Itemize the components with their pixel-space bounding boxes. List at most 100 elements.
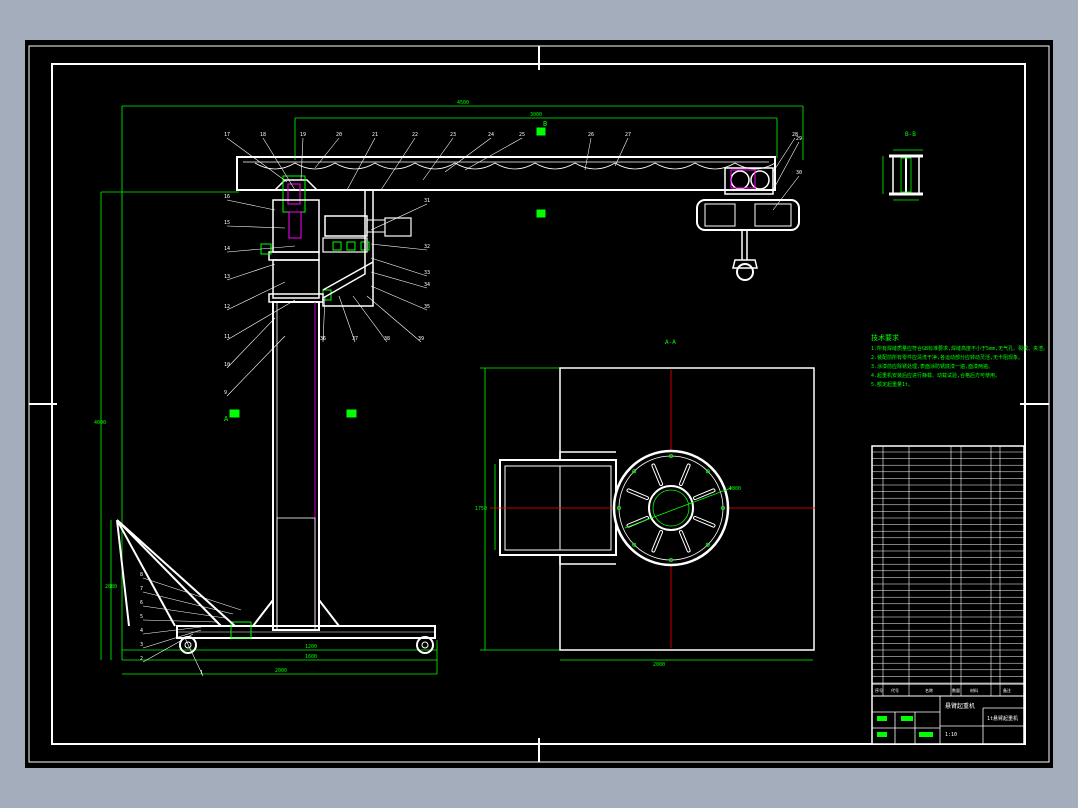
hook (736, 263, 754, 281)
balloon-38: 38 (384, 336, 390, 342)
header-col-material: 材料 (970, 687, 978, 693)
note-line-1: 1.所有焊缝质量应符合GB标准要求,焊缝高度不小于5mm,无气孔、裂纹、夹渣。 (871, 345, 1048, 352)
balloon-21: 21 (372, 132, 378, 138)
drawing-name: 悬臂起重机 (945, 702, 975, 710)
note-line-2: 2.装配前所有零件应清洗干净,各运动部分应转动灵活,无卡阻现象。 (871, 354, 1023, 361)
cable-festoon (254, 162, 776, 170)
balloon-2: 2 (140, 656, 143, 662)
dim-total-height: 4000 (94, 420, 106, 426)
dim-base-width: 1600 (305, 654, 317, 660)
balloon-23: 23 (450, 132, 456, 138)
balloon-6: 6 (140, 600, 143, 606)
header-col-index: 序号 (875, 687, 883, 693)
section-mark-b: B (543, 120, 547, 128)
balloon-12: 12 (224, 304, 230, 310)
dim-base-length: 2000 (275, 668, 287, 674)
balloon-18: 18 (260, 132, 266, 138)
balloon-3: 3 (140, 642, 143, 648)
bolt-hole (721, 505, 726, 510)
slew-motor (324, 215, 368, 237)
bolt-hole (632, 469, 637, 474)
balloon-22: 22 (412, 132, 418, 138)
balloon-29: 29 (796, 136, 802, 142)
trolley (724, 167, 774, 195)
caster-right (416, 636, 434, 654)
balloon-14: 14 (224, 246, 230, 252)
balloon-36: 36 (320, 336, 326, 342)
bolt-hole (705, 469, 710, 474)
dim-plate-height: 1750 (475, 506, 487, 512)
balloon-4: 4 (140, 628, 143, 634)
drawing-scale: 1:10 (945, 732, 957, 738)
hook-block (732, 259, 758, 269)
header-col-name: 名称 (925, 687, 933, 693)
balloon-39: 39 (418, 336, 424, 342)
dim-base-offset: 1200 (305, 644, 317, 650)
balloon-31: 31 (424, 198, 430, 204)
column-gussets (252, 599, 340, 627)
pivot-housing (272, 199, 320, 253)
balloon-5: 5 (140, 614, 143, 620)
balloon-11: 11 (224, 334, 230, 340)
top-view: A-A Φ800 2000 1750 (475, 339, 815, 668)
dim-plate-width: 2000 (653, 662, 665, 668)
balloon-37: 37 (352, 336, 358, 342)
balloon-13: 13 (224, 274, 230, 280)
base-clamp (230, 621, 252, 639)
header-col-remark: 备注 (1003, 687, 1011, 693)
technical-notes: 技术要求 1.所有焊缝质量应符合GB标准要求,焊缝高度不小于5mm,无气孔、裂纹… (871, 333, 1048, 388)
bolt-hole (669, 558, 674, 563)
side-section: B-B (882, 131, 923, 201)
header-col-qty: 数量 (952, 687, 960, 693)
bolt-hole (632, 542, 637, 547)
column-upper (272, 259, 320, 299)
balloon-9: 9 (224, 390, 227, 396)
dim-overall-span: 4500 (457, 100, 469, 106)
arm-brace (322, 190, 374, 307)
dim-bolt-circle: Φ800 (729, 486, 741, 492)
balloon-32: 32 (424, 244, 430, 250)
balloon-7: 7 (140, 586, 143, 592)
jib-arm (236, 156, 776, 191)
dim-column-height: 2880 (105, 584, 117, 590)
note-line-4: 4.起重机安装后应进行静载、动载试验,合格后方可使用。 (871, 372, 1000, 379)
balloon-30: 30 (796, 170, 802, 176)
top-view-label: A-A (665, 339, 676, 346)
balloon-33: 33 (424, 270, 430, 276)
header-col-code: 代号 (891, 687, 899, 693)
slewing-ring (268, 251, 320, 261)
balloon-8: 8 (140, 572, 143, 578)
note-line-5: 5.额定起重量1t。 (871, 381, 913, 388)
counterweight-frame (116, 519, 236, 627)
parts-list: 序号 代号 名称 数量 材料 备注 悬臂起重机 1t悬臂起重机 1:10 (871, 445, 1025, 745)
balloon-24: 24 (488, 132, 494, 138)
notes-title: 技术要求 (871, 333, 899, 342)
column-cap (273, 179, 319, 191)
bolt-hole (617, 505, 622, 510)
electric-hoist (696, 199, 800, 231)
cad-drawing: B A 4500 3000 4000 2880 1600 2000 1200 1… (28, 45, 1050, 763)
balloon-26: 26 (588, 132, 594, 138)
inner-bore (648, 485, 694, 531)
front-view: B A 4500 3000 4000 2880 1600 2000 1200 1… (94, 100, 804, 677)
balloon-34: 34 (424, 282, 430, 288)
balloon-27: 27 (625, 132, 631, 138)
section-mark-a: A (224, 415, 229, 423)
drawing-number: 1t悬臂起重机 (987, 715, 1018, 722)
dim-arm-length: 3000 (530, 112, 542, 118)
balloon-10: 10 (224, 362, 230, 368)
balloon-20: 20 (336, 132, 342, 138)
front-dimensions (100, 105, 804, 675)
column-body (272, 301, 320, 631)
center-marks (29, 46, 1049, 762)
balloon-15: 15 (224, 220, 230, 226)
balloon-1: 1 (200, 670, 203, 676)
slewing-flange (612, 449, 730, 567)
note-line-3: 3.涂漆前应除锈处理,表面涂防锈底漆一遍,面漆两遍。 (871, 363, 993, 370)
balloon-35: 35 (424, 304, 430, 310)
balloon-17: 17 (224, 132, 230, 138)
bolt-hole (669, 453, 674, 458)
balloon-25: 25 (519, 132, 525, 138)
flange-spokes (617, 453, 726, 563)
